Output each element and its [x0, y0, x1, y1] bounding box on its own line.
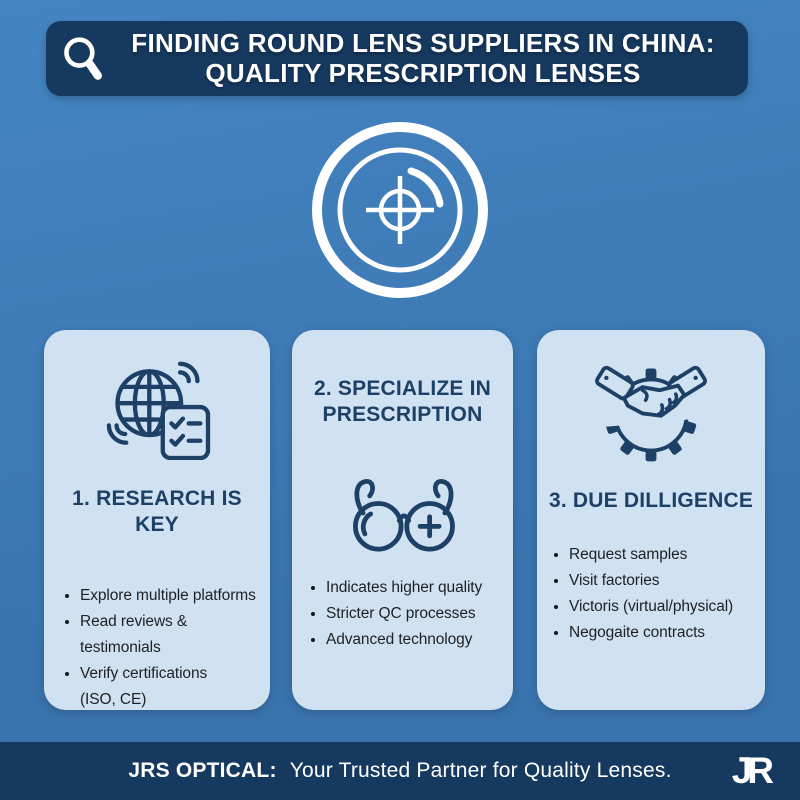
- title-line-2: QUALITY PRESCRIPTION LENSES: [205, 57, 641, 88]
- round-lens-target-icon: [308, 118, 492, 302]
- card-bullets: Indicates higher qualityStricter QC proc…: [292, 575, 511, 653]
- card-specialize: 2. SPECIALIZE IN PRESCRIPTION Indicates …: [292, 330, 513, 710]
- bullet-item: Advanced technology: [326, 627, 511, 653]
- bullet-item: Visit factories: [569, 568, 763, 594]
- card-diligence: 3. DUE DILLIGENCE Request samplesVisit f…: [537, 330, 765, 710]
- bullet-item: Victoris (virtual/physical): [569, 594, 763, 620]
- bullet-item: Indicates higher quality: [326, 575, 511, 601]
- magnifier-icon: [60, 33, 108, 87]
- bullet-item: Negogaite contracts: [569, 620, 763, 646]
- card-title: 2. SPECIALIZE IN PRESCRIPTION: [313, 377, 492, 427]
- footer-bar: JRS OPTICAL: Your Trusted Partner for Qu…: [0, 742, 800, 800]
- card-research: 1. RESEARCH IS KEY Explore multiple plat…: [44, 330, 270, 710]
- header-banner: FINDING ROUND LENS SUPPLIERS IN CHINA: Q…: [46, 21, 748, 96]
- prescription-glasses-icon: [292, 465, 513, 561]
- globe-checklist-icon: [44, 358, 270, 460]
- bullet-item: Request samples: [569, 542, 763, 568]
- card-bullets: Explore multiple platformsRead reviews &…: [44, 583, 268, 713]
- card-title: 3. DUE DILLIGENCE: [548, 489, 754, 512]
- title-line-1: FINDING ROUND LENS SUPPLIERS IN CHINA:: [131, 28, 715, 59]
- handshake-gear-icon: [537, 352, 765, 464]
- bullet-item: Verify certifications (ISO, CE): [80, 661, 268, 713]
- header-title: FINDING ROUND LENS SUPPLIERS IN CHINA: Q…: [108, 29, 738, 87]
- tagline: Your Trusted Partner for Quality Lenses.: [289, 759, 672, 782]
- jr-logo: JR: [731, 750, 774, 791]
- brand-name: JRS OPTICAL:: [128, 759, 277, 782]
- bullet-item: Stricter QC processes: [326, 601, 511, 627]
- card-bullets: Request samplesVisit factoriesVictoris (…: [537, 542, 763, 646]
- bullet-item: Read reviews & testimonials: [80, 609, 268, 661]
- card-title: 1. RESEARCH IS KEY: [72, 487, 242, 537]
- bullet-item: Explore multiple platforms: [80, 583, 268, 609]
- footer-text: JRS OPTICAL: Your Trusted Partner for Qu…: [128, 759, 671, 783]
